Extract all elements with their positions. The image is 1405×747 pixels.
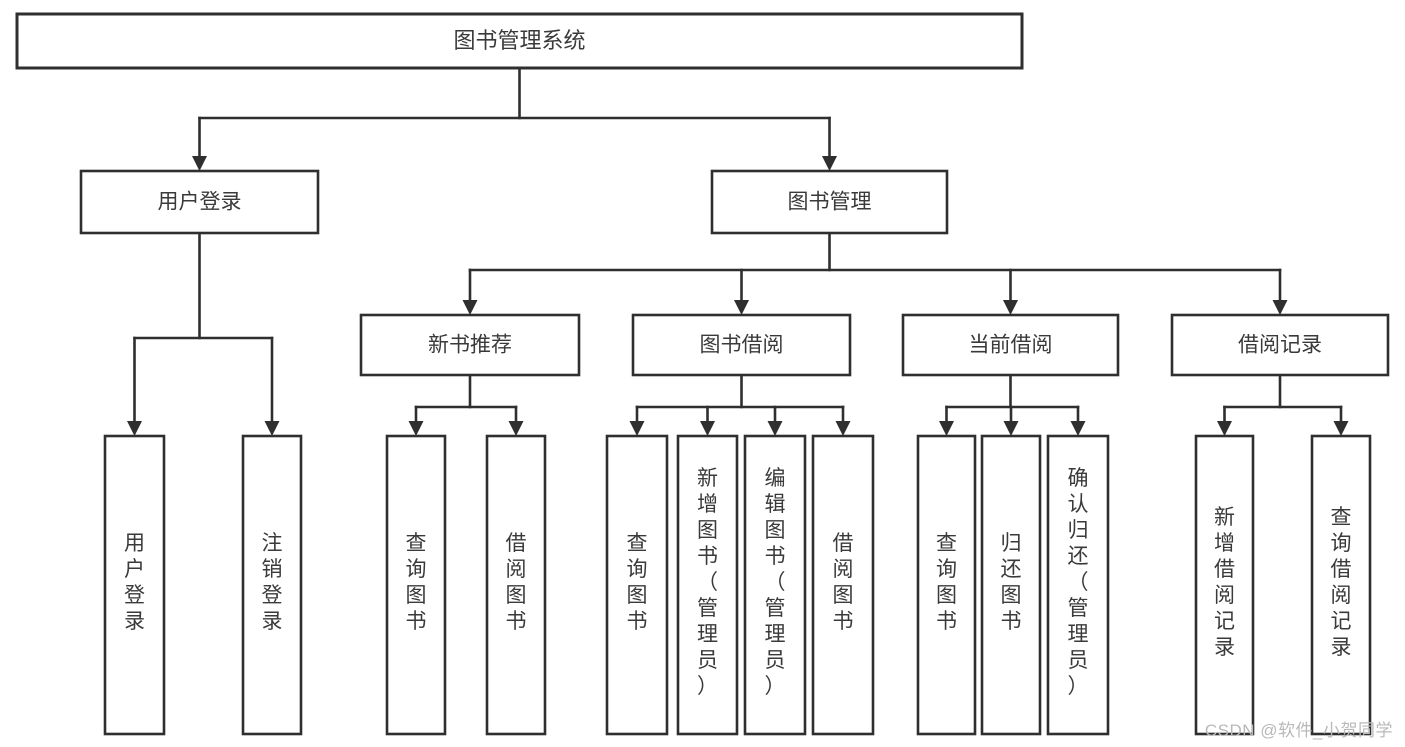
node-label: 用户登录	[124, 532, 145, 633]
node-box[interactable]	[15, 12, 1024, 70]
node-box[interactable]	[811, 434, 875, 736]
arrow-head	[767, 421, 783, 436]
node-box[interactable]	[1194, 434, 1255, 736]
node-label: 查询借阅记录	[1331, 506, 1352, 659]
node-label: 借阅图书	[833, 532, 854, 633]
arrow-head	[1272, 300, 1288, 315]
node-label: 查询图书	[406, 532, 427, 633]
node-box[interactable]	[79, 169, 320, 235]
csdn-watermark: CSDN @软件_小贺同学	[1204, 721, 1393, 740]
node-level3[interactable]: 当前借阅	[901, 313, 1120, 377]
arrow-head	[462, 300, 478, 315]
node-level3[interactable]: 图书借阅	[631, 313, 852, 377]
node-box[interactable]	[676, 434, 739, 736]
node-box[interactable]	[485, 434, 547, 736]
node-box[interactable]	[916, 434, 977, 736]
node-box[interactable]	[710, 169, 949, 235]
node-leaf[interactable]: 归还图书	[980, 434, 1042, 736]
arrow-head	[1003, 421, 1019, 436]
node-box[interactable]	[359, 313, 581, 377]
node-label: 新书推荐	[428, 334, 512, 357]
node-label: 借阅记录	[1238, 334, 1322, 357]
arrow-head	[264, 421, 280, 436]
node-label: 查询图书	[627, 532, 648, 633]
node-level3[interactable]: 新书推荐	[359, 313, 581, 377]
node-box[interactable]	[605, 434, 669, 736]
node-leaf[interactable]: 新增图书（管理员）	[676, 434, 739, 736]
arrow-head	[1070, 421, 1086, 436]
arrow-head	[192, 156, 207, 171]
node-box[interactable]	[241, 434, 303, 736]
node-box[interactable]	[743, 434, 807, 736]
node-label: 图书管理系统	[453, 28, 585, 53]
node-level3[interactable]: 借阅记录	[1170, 313, 1390, 377]
arrow-head	[508, 421, 524, 436]
node-leaf[interactable]: 新增借阅记录	[1194, 434, 1255, 736]
node-box[interactable]	[1170, 313, 1390, 377]
arrow-head	[1217, 421, 1232, 436]
node-level2[interactable]: 图书管理	[710, 169, 949, 235]
node-leaf[interactable]: 查询借阅记录	[1310, 434, 1372, 736]
node-leaf[interactable]: 借阅图书	[811, 434, 875, 736]
arrow-head	[127, 421, 142, 436]
node-label: 借阅图书	[506, 532, 527, 633]
node-box[interactable]	[385, 434, 447, 736]
node-label: 归还图书	[1001, 532, 1022, 633]
arrow-head	[822, 156, 837, 171]
arrow-head	[1333, 421, 1349, 436]
node-label: 查询图书	[936, 532, 957, 633]
node-label: 新增图书（管理员）	[697, 467, 718, 698]
node-box[interactable]	[1310, 434, 1372, 736]
node-leaf[interactable]: 查询图书	[916, 434, 977, 736]
node-leaf[interactable]: 借阅图书	[485, 434, 547, 736]
node-label: 图书管理	[788, 191, 872, 214]
node-leaf[interactable]: 注销登录	[241, 434, 303, 736]
arrow-head	[700, 421, 715, 436]
node-leaf[interactable]: 查询图书	[605, 434, 669, 736]
node-box[interactable]	[1046, 434, 1110, 736]
node-layer: 图书管理系统用户登录图书管理新书推荐图书借阅当前借阅借阅记录用户登录注销登录查询…	[15, 12, 1390, 736]
node-level2[interactable]: 用户登录	[79, 169, 320, 235]
node-label: 编辑图书（管理员）	[765, 467, 786, 698]
node-label: 确认归还（管理员）	[1068, 467, 1089, 698]
node-leaf[interactable]: 用户登录	[103, 434, 166, 736]
node-label: 当前借阅	[969, 334, 1053, 357]
arrow-head	[835, 421, 851, 436]
node-box[interactable]	[103, 434, 166, 736]
arrow-head	[408, 421, 424, 436]
node-box[interactable]	[980, 434, 1042, 736]
node-label: 注销登录	[262, 532, 283, 633]
arrow-head	[939, 421, 954, 436]
node-box[interactable]	[631, 313, 852, 377]
arrow-head	[1003, 300, 1018, 315]
node-leaf[interactable]: 查询图书	[385, 434, 447, 736]
connector-layer	[127, 66, 1349, 436]
node-leaf[interactable]: 确认归还（管理员）	[1046, 434, 1110, 736]
node-label: 用户登录	[158, 191, 242, 214]
arrow-head	[734, 300, 749, 315]
arrow-head	[629, 421, 645, 436]
node-leaf[interactable]: 编辑图书（管理员）	[743, 434, 807, 736]
node-root[interactable]: 图书管理系统	[15, 12, 1024, 70]
node-label: 新增借阅记录	[1214, 506, 1235, 659]
node-label: 图书借阅	[700, 334, 784, 357]
node-box[interactable]	[901, 313, 1120, 377]
